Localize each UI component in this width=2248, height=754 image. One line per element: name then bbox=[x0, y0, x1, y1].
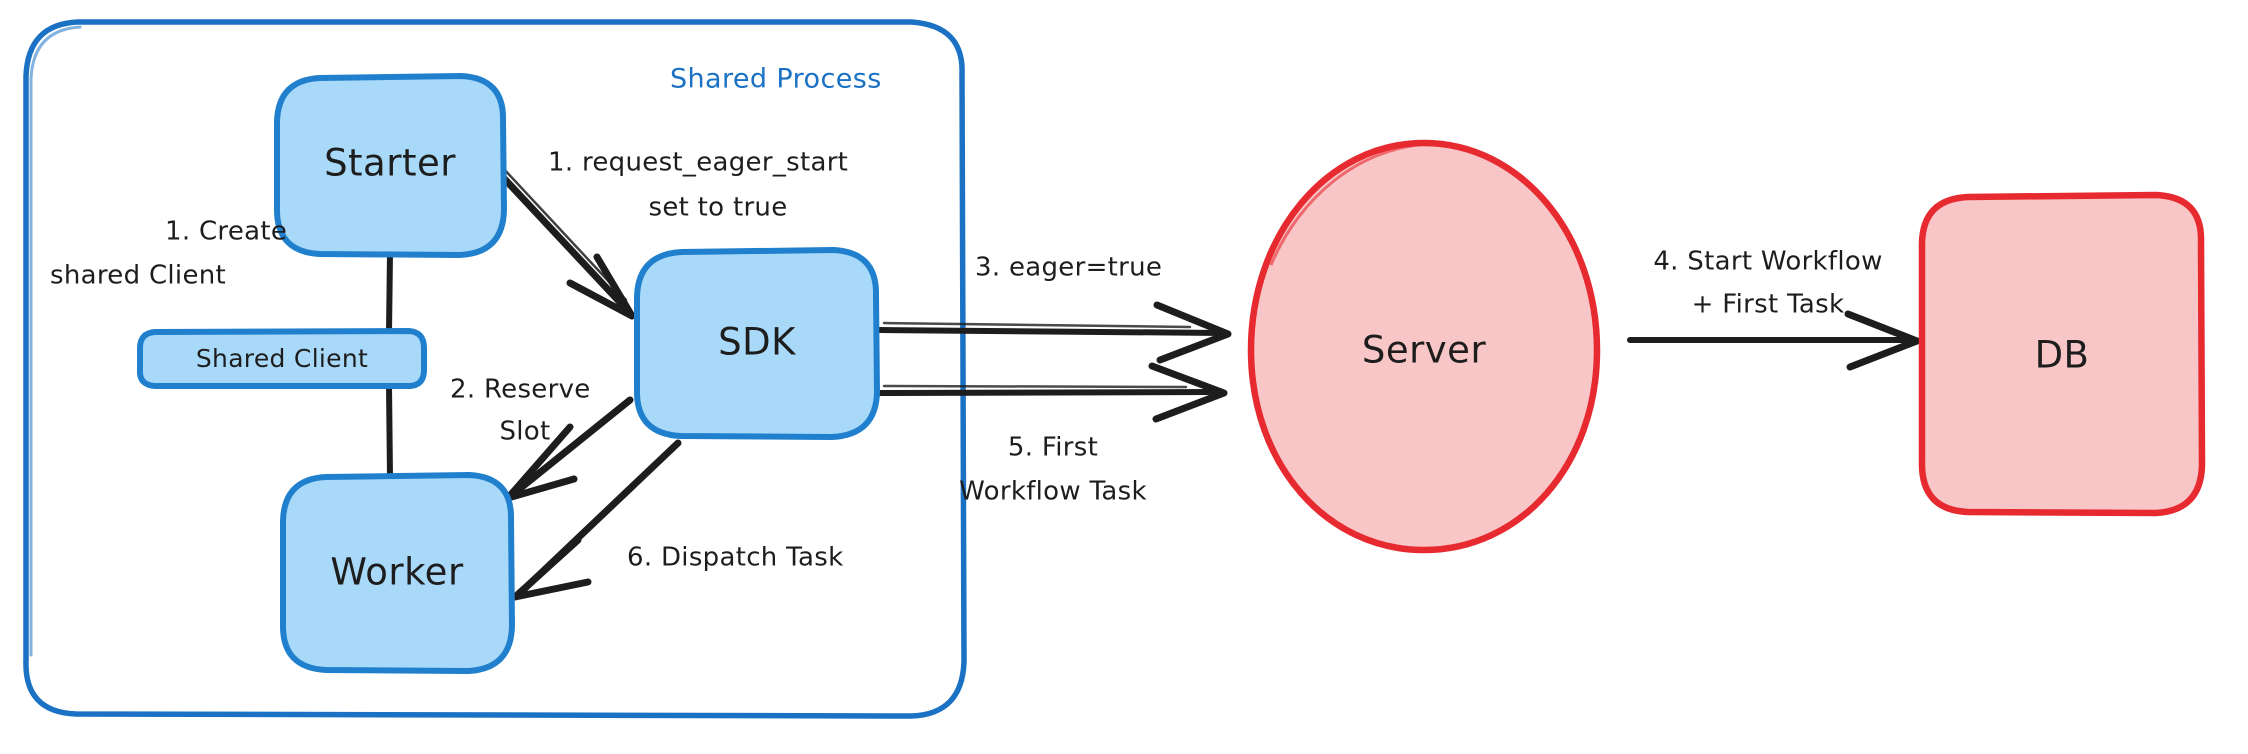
node-starter-label: Starter bbox=[324, 142, 456, 185]
edge-first-workflow-task bbox=[877, 362, 1228, 423]
edge-line-sharedclient-worker bbox=[386, 382, 393, 481]
edge-line-eager-true bbox=[877, 327, 1225, 336]
label-eager-true: 3. eager=true bbox=[975, 253, 1162, 283]
edge-start-workflow bbox=[1627, 310, 1921, 371]
node-sdk-shape bbox=[633, 247, 880, 440]
label-reserve-slot-line2: Slot bbox=[499, 417, 550, 447]
arrowhead-start-workflow bbox=[1844, 310, 1921, 371]
node-db-label: DB bbox=[2035, 334, 2090, 377]
edge-request-eager-start bbox=[494, 165, 636, 320]
label-first-workflow-task-line1: 5. First bbox=[1008, 433, 1098, 463]
node-shared-client[interactable]: Shared Client bbox=[136, 328, 427, 389]
edge-label-first-workflow-task: 5. First Workflow Task bbox=[959, 433, 1147, 507]
label-start-workflow-line1: 4. Start Workflow bbox=[1653, 247, 1882, 277]
label-request-eager-start-line1: 1. request_eager_start bbox=[548, 148, 848, 178]
label-start-workflow-line2: + First Task bbox=[1692, 290, 1845, 320]
edge-eager-true bbox=[877, 301, 1232, 364]
node-starter-shape bbox=[273, 73, 507, 258]
arrowhead-eager-true bbox=[1153, 301, 1232, 364]
edge-line-first-workflow-task-sketch bbox=[882, 384, 1188, 389]
edge-label-dispatch-task: 6. Dispatch Task bbox=[627, 543, 843, 573]
edge-starter-sharedclient-worker bbox=[386, 250, 393, 481]
node-worker-shape bbox=[279, 472, 515, 674]
node-server-label: Server bbox=[1362, 329, 1487, 372]
edge-label-reserve-slot: 2. Reserve Slot bbox=[450, 375, 591, 447]
edge-line-reserve-slot bbox=[508, 396, 634, 499]
edge-label-eager-true: 3. eager=true bbox=[975, 253, 1162, 283]
shared-process-label: Shared Process bbox=[670, 64, 882, 95]
arrowhead-first-workflow-task bbox=[1148, 362, 1228, 423]
node-sdk[interactable]: SDK bbox=[633, 247, 880, 440]
label-dispatch-task: 6. Dispatch Task bbox=[627, 543, 843, 573]
node-server-shape bbox=[1247, 139, 1601, 554]
node-starter[interactable]: Starter bbox=[273, 73, 507, 258]
node-db-shape bbox=[1918, 191, 2206, 517]
node-db[interactable]: DB bbox=[1918, 191, 2206, 517]
arrowhead-dispatch-task bbox=[511, 536, 592, 601]
shared-process-border bbox=[23, 19, 967, 719]
shared-process-border-sketch bbox=[29, 25, 82, 657]
node-sdk-label: SDK bbox=[718, 321, 797, 364]
shared-process-group: Shared Process bbox=[23, 19, 967, 719]
node-shared-client-shape bbox=[136, 328, 427, 389]
edge-line-eager-true-sketch bbox=[882, 321, 1192, 329]
node-server[interactable]: Server bbox=[1247, 139, 1601, 554]
node-worker[interactable]: Worker bbox=[279, 472, 515, 674]
node-server-shape-sketch bbox=[1269, 142, 1429, 266]
label-request-eager-start-line2: set to true bbox=[648, 193, 787, 223]
node-worker-label: Worker bbox=[330, 551, 464, 594]
edge-label-start-workflow: 4. Start Workflow + First Task bbox=[1653, 247, 1882, 320]
node-shared-client-label: Shared Client bbox=[196, 344, 368, 373]
arrowhead-request-eager-start bbox=[566, 253, 636, 320]
label-create-shared-client-line2: shared Client bbox=[50, 261, 226, 291]
edge-line-first-workflow-task bbox=[877, 389, 1221, 396]
edge-label-create-shared-client: 1. Create shared Client bbox=[50, 217, 287, 291]
label-create-shared-client-line1: 1. Create bbox=[165, 217, 287, 247]
edge-line-request-eager-start bbox=[494, 168, 634, 317]
edge-label-request-eager-start: 1. request_eager_start set to true bbox=[548, 148, 848, 223]
edge-line-starter-sharedclient bbox=[386, 250, 393, 336]
label-reserve-slot-line1: 2. Reserve bbox=[450, 375, 591, 405]
edge-dispatch-task bbox=[511, 439, 682, 601]
label-first-workflow-task-line2: Workflow Task bbox=[959, 477, 1147, 507]
